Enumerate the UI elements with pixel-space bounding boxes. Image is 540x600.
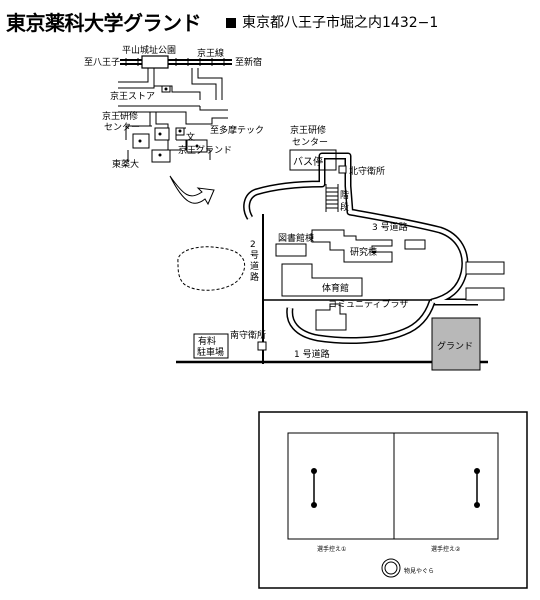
page-title: 東京薬科大学グランド	[6, 11, 202, 35]
stairs-label-1: 階	[340, 190, 349, 201]
gym-label: 体育館	[322, 282, 349, 294]
bus-stop-label: バス停	[293, 155, 323, 168]
research-label: 研究棟	[350, 246, 377, 258]
keio-kenshu-b-label-1: 京王研修	[290, 124, 326, 136]
field-diagram-frame	[258, 411, 528, 589]
to-shinjuku-label: 至新宿	[235, 56, 262, 68]
goal-right	[474, 468, 480, 508]
road2-label-a: 2	[250, 240, 256, 250]
direction-arrow	[169, 175, 215, 206]
campus-buildings	[275, 229, 505, 331]
stairs	[325, 184, 339, 212]
parking-box	[193, 333, 229, 359]
toyakudai-label: 東薬大	[112, 158, 139, 170]
watch-tower-icon	[381, 558, 401, 578]
address-text: 東京都八王子市堀之内1432−1	[242, 15, 439, 31]
road2-label-c: 道	[250, 260, 259, 272]
ground-area	[431, 317, 481, 371]
ground-label: グランド	[437, 340, 473, 352]
keio-kenshu-label-1: 京王研修	[102, 110, 138, 122]
keio-kenshu-b-label-2: センター	[292, 137, 328, 148]
bus-stop-box	[289, 149, 337, 171]
road1-label: 1 号道路	[294, 348, 330, 360]
library-building	[275, 243, 307, 257]
bench2-label: 選手控え②	[431, 545, 461, 553]
field-boundary	[287, 432, 499, 540]
road2-label-d: 路	[250, 271, 259, 283]
keio-kenshu-label-2: センター	[104, 122, 140, 133]
keio-line-label: 京王線	[197, 47, 224, 59]
building-markers	[138, 87, 199, 157]
to-tama-tech-label: 至多摩テック	[210, 124, 264, 136]
tower-label: 物見やぐら	[404, 567, 434, 575]
school-label: 文	[186, 131, 195, 143]
road3-label: 3 号道路	[372, 221, 408, 233]
community-label: コミュニティプラザ	[328, 299, 408, 310]
pond	[177, 246, 245, 291]
address: 東京都八王子市堀之内1432−1	[226, 12, 438, 32]
railway	[120, 55, 232, 69]
bench1-label: 選手控え①	[317, 545, 346, 553]
parking-label-2: 駐車場	[197, 346, 224, 358]
keio-ground-label: 京王グランド	[178, 144, 232, 156]
road2-label-b: 号	[250, 250, 259, 261]
to-hachioji-label: 至八王子	[84, 57, 120, 68]
station-hirayama-label: 平山城址公園	[122, 44, 176, 56]
community-plaza	[315, 303, 347, 331]
keio-store-label: 京王ストア	[110, 90, 155, 102]
library-label: 図書館棟	[278, 232, 314, 244]
research-building	[311, 229, 393, 263]
campus-ring-road	[243, 152, 478, 344]
north-guard-box	[338, 165, 347, 174]
square-bullet-icon	[226, 18, 236, 28]
goal-left	[311, 468, 317, 508]
south-guard-label: 南守衛所	[230, 329, 266, 341]
parking-label-1: 有料	[198, 335, 216, 347]
local-streets	[118, 68, 228, 162]
stairs-label-2: 段	[340, 201, 349, 213]
south-guard-box	[257, 341, 267, 351]
gym-building	[281, 263, 363, 297]
north-guard-label: 北守衛所	[349, 165, 385, 177]
station-box	[141, 55, 169, 69]
